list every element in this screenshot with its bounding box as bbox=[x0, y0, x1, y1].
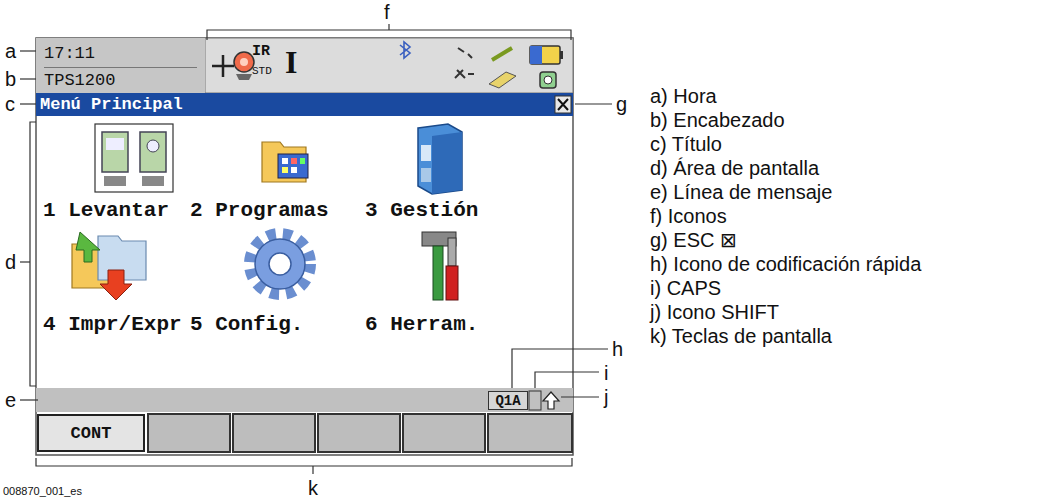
quick-code-box: Q1A bbox=[488, 391, 528, 410]
screen-frame bbox=[36, 38, 573, 455]
header-box: 17:11TPS1200 bbox=[36, 38, 205, 93]
title-bar: Menú Principal bbox=[36, 93, 552, 116]
title-band bbox=[36, 93, 573, 116]
callout-letter: e bbox=[5, 390, 16, 410]
header-text: 17:11 bbox=[44, 41, 197, 68]
leader-lines bbox=[20, 24, 612, 474]
callout-letter: j bbox=[604, 387, 608, 407]
menu-label: 5 Config. bbox=[190, 314, 303, 335]
prism-base bbox=[236, 74, 252, 80]
callout-letter: b bbox=[5, 69, 16, 89]
programs-icon bbox=[262, 142, 308, 182]
softkey-button: CONT bbox=[37, 414, 145, 452]
callout-letter: f bbox=[384, 2, 390, 22]
legend-item: g) ESC ⊠ bbox=[650, 230, 737, 250]
management-icon bbox=[418, 124, 462, 194]
gear-hole bbox=[269, 253, 291, 275]
tools-icon bbox=[422, 232, 458, 300]
callout-letter: a bbox=[5, 41, 16, 61]
crosshair-icon bbox=[212, 55, 234, 77]
legend-item: j) Icono SHIFT bbox=[650, 302, 779, 322]
legend-item: e) Línea de mensaje bbox=[650, 182, 832, 202]
status-text: STD bbox=[252, 66, 272, 77]
icon-panel bbox=[205, 38, 573, 93]
instrument-lens bbox=[544, 76, 552, 84]
battery-tip bbox=[560, 51, 563, 59]
softkey bbox=[318, 414, 400, 452]
prism-icon bbox=[234, 52, 254, 72]
callout-letter: d bbox=[5, 252, 16, 272]
legend-item: d) Área de pantalla bbox=[650, 158, 819, 178]
card-icon bbox=[489, 72, 516, 88]
legend-item: a) Hora bbox=[650, 86, 717, 106]
header-text: TPS1200 bbox=[44, 68, 197, 94]
legend-item: c) Título bbox=[650, 134, 722, 154]
legend-item: h) Icono de codificación rápida bbox=[650, 254, 921, 274]
import-export-icon bbox=[72, 232, 146, 300]
gear-teeth bbox=[250, 234, 310, 294]
softkey bbox=[148, 414, 230, 452]
esc-box bbox=[555, 96, 571, 113]
network-icon bbox=[455, 70, 474, 78]
legend-item: i) CAPS bbox=[650, 278, 721, 298]
key-text: CONT bbox=[45, 424, 137, 444]
bluetooth-icon bbox=[400, 42, 410, 58]
link-icon bbox=[458, 48, 472, 58]
esc-cross bbox=[558, 99, 568, 110]
caps-divider bbox=[529, 391, 541, 410]
figure-id: 008870_001_es bbox=[3, 486, 82, 497]
softkey bbox=[403, 414, 485, 452]
instrument-icon bbox=[540, 72, 556, 88]
header-ground bbox=[36, 38, 205, 93]
menu-label: 1 Levantar bbox=[43, 200, 169, 221]
menu-label: 6 Herram. bbox=[365, 314, 478, 335]
softkey bbox=[488, 414, 572, 452]
menu-label: 3 Gestión bbox=[365, 200, 478, 221]
menu-label: 2 Programas bbox=[190, 200, 329, 221]
softkey bbox=[233, 414, 315, 452]
level-icon bbox=[492, 48, 512, 60]
legend-item: k) Teclas de pantalla bbox=[650, 326, 832, 346]
status-text: IR bbox=[252, 44, 270, 59]
menu-label: 4 Impr/Expr bbox=[43, 314, 182, 335]
callout-letter: c bbox=[5, 94, 15, 114]
survey-icon bbox=[95, 124, 173, 192]
gear-icon bbox=[255, 239, 305, 289]
status-text: I bbox=[285, 46, 297, 78]
callout-letter: i bbox=[604, 363, 608, 383]
callout-letter: k bbox=[308, 478, 318, 498]
shift-icon bbox=[543, 392, 559, 409]
legend-item: b) Encabezado bbox=[650, 110, 785, 130]
callout-letter: g bbox=[616, 94, 627, 114]
callout-letter: h bbox=[612, 339, 623, 359]
prism-center bbox=[240, 58, 248, 66]
message-line bbox=[36, 388, 573, 412]
key-text: Q1A bbox=[492, 393, 524, 409]
title-text: Menú Principal bbox=[40, 94, 548, 115]
battery-icon bbox=[530, 46, 560, 64]
battery-fill bbox=[530, 46, 542, 64]
legend-item: f) Iconos bbox=[650, 206, 727, 226]
